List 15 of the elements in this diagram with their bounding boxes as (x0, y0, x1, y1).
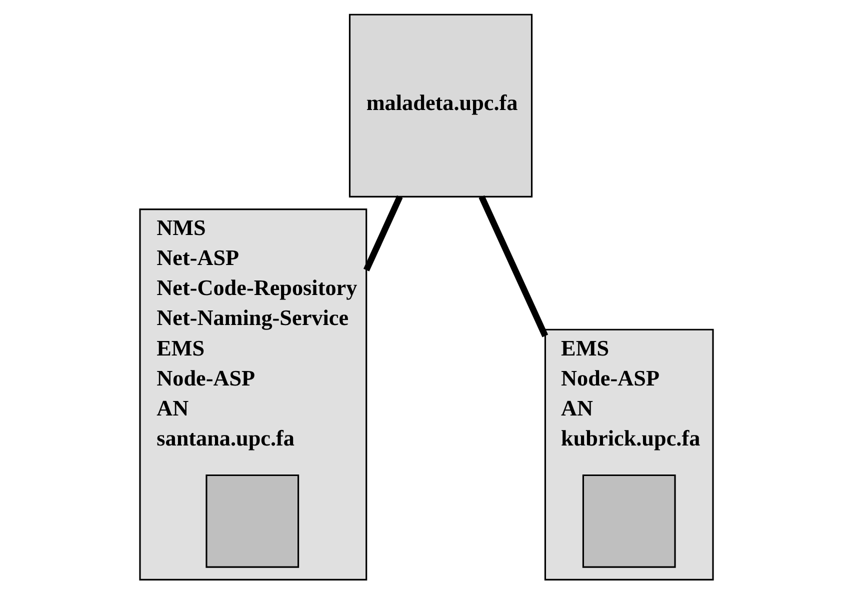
node-label: AN (156, 395, 188, 420)
node-label: EMS (156, 335, 204, 360)
connector (478, 195, 548, 338)
node-box (582, 474, 676, 568)
node-box: maladeta.upc.fa (348, 14, 532, 198)
node-label: Net-Code-Repository (156, 275, 357, 300)
node-label: Net-ASP (156, 245, 239, 270)
node-label: AN (560, 395, 593, 420)
node-label: Node-ASP (156, 365, 255, 390)
connector (362, 195, 402, 272)
node-label: Net-Naming-Service (156, 305, 348, 330)
node-label: NMS (156, 214, 206, 240)
node-box (205, 474, 299, 568)
node-label: Node-ASP (560, 365, 660, 390)
node-label: EMS (560, 335, 609, 360)
